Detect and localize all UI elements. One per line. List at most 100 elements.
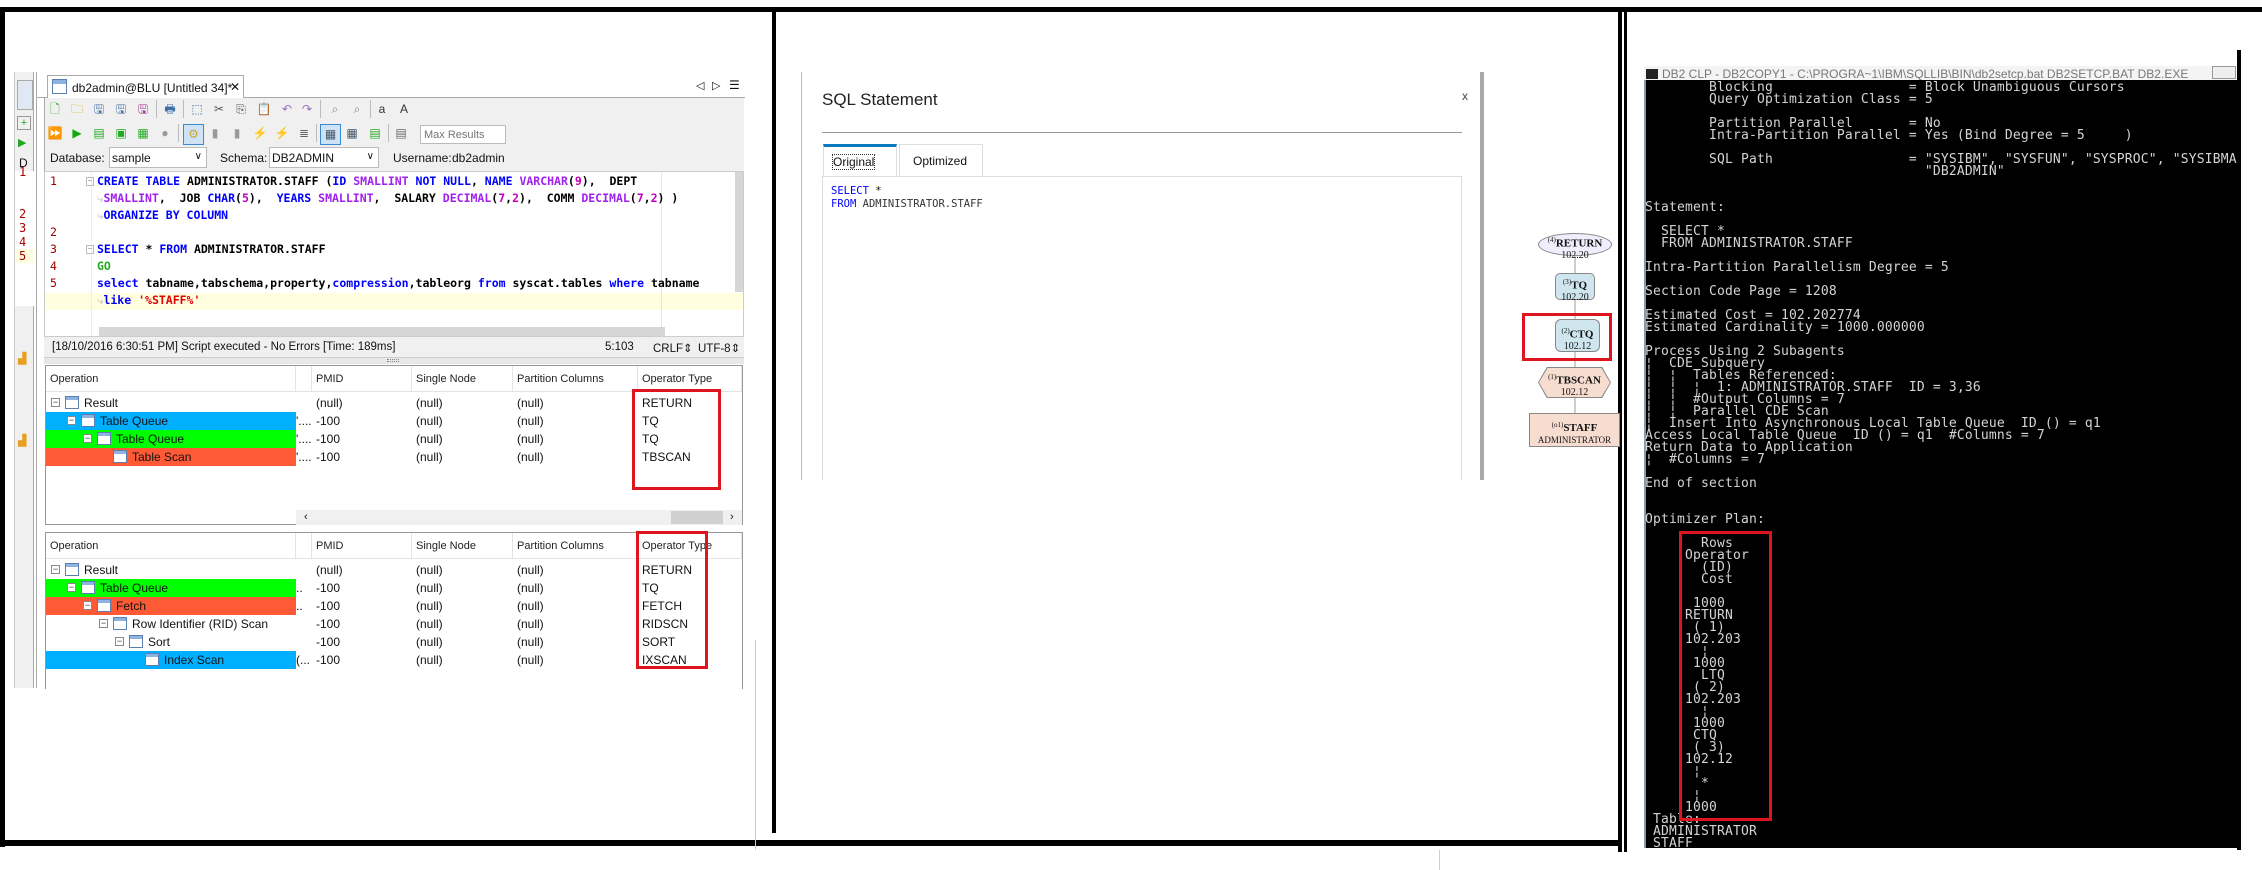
table-row[interactable]: −Table Queue..-100(null)(null)TQ bbox=[46, 579, 742, 597]
column-header[interactable]: Single Node bbox=[412, 366, 513, 392]
print-icon[interactable]: 🖶 bbox=[164, 102, 176, 116]
stop-icon[interactable]: ● bbox=[161, 126, 169, 140]
vertical-scrollbar[interactable] bbox=[735, 172, 743, 292]
properties-icon[interactable]: ▤ bbox=[395, 126, 407, 140]
disconnect-icon[interactable]: ⚡ bbox=[274, 126, 290, 140]
close-dialog-button[interactable]: x bbox=[1462, 89, 1468, 103]
console-window-button[interactable] bbox=[2212, 66, 2236, 79]
undo-icon[interactable]: ↶ bbox=[281, 102, 293, 116]
save-all-icon[interactable]: 🖫 bbox=[137, 102, 149, 116]
redo-icon[interactable]: ↷ bbox=[301, 102, 313, 116]
column-header[interactable]: Single Node bbox=[412, 533, 513, 559]
column-header[interactable]: Partition Columns bbox=[513, 366, 638, 392]
table-row[interactable]: −Table Queue'....-100(null)(null)TQ bbox=[46, 412, 742, 430]
line-ending-select[interactable]: CRLF⇕ bbox=[653, 343, 693, 355]
database-select[interactable]: sample ∨ bbox=[109, 147, 207, 168]
run-all-icon[interactable]: ⏩ bbox=[47, 126, 63, 140]
max-results-input[interactable] bbox=[420, 125, 506, 144]
plan-results-icon[interactable]: ▤ bbox=[369, 126, 381, 140]
grid1-horizontal-scrollbar[interactable]: ‹ › bbox=[296, 510, 742, 525]
tab-list-menu-icon[interactable]: ☰ bbox=[729, 78, 740, 92]
find-replace-icon[interactable]: ⌕ bbox=[353, 102, 361, 116]
table-row[interactable]: −Table Queue'....-100(null)(null)TQ bbox=[46, 430, 742, 448]
new-file-icon[interactable]: 🗋 bbox=[50, 102, 60, 116]
visual-explain-icon[interactable]: ▦ bbox=[137, 126, 149, 140]
toolbar-separator bbox=[178, 124, 179, 142]
encoding-select[interactable]: UTF-8⇕ bbox=[698, 343, 741, 355]
cut-icon[interactable]: ✂ bbox=[213, 102, 225, 116]
sidebar-add-icon[interactable]: + bbox=[17, 116, 31, 130]
column-header[interactable] bbox=[296, 366, 312, 392]
scroll-tabs-right-icon[interactable]: ▷ bbox=[712, 80, 721, 92]
commit-icon[interactable]: ▮ bbox=[211, 126, 219, 140]
column-header[interactable] bbox=[296, 533, 312, 559]
pmid-cell: -100 bbox=[316, 581, 341, 595]
table-row[interactable]: −Row Identifier (RID) Scan-100(null)(nul… bbox=[46, 615, 742, 633]
scroll-right-icon[interactable]: › bbox=[730, 511, 734, 523]
paste-icon[interactable]: 📋 bbox=[256, 102, 272, 116]
open-file-icon[interactable]: 🗀 bbox=[70, 102, 83, 116]
collapse-toggle-icon[interactable]: − bbox=[99, 618, 108, 628]
collapse-toggle-icon[interactable]: − bbox=[67, 582, 76, 592]
script-options-icon[interactable]: ⚙ bbox=[183, 124, 204, 145]
column-header[interactable]: Operation bbox=[46, 533, 296, 559]
sidebar-run-icon[interactable]: ▶ bbox=[18, 137, 27, 149]
table-row[interactable]: −Fetch..-100(null)(null)FETCH bbox=[46, 597, 742, 615]
operator-icon bbox=[129, 635, 143, 648]
connect-icon[interactable]: ⚡ bbox=[252, 126, 268, 140]
explain-icon[interactable]: ▣ bbox=[115, 126, 127, 140]
select-icon[interactable]: ⬚ bbox=[191, 102, 203, 116]
table-row[interactable]: −Result(null)(null)(null)RETURN bbox=[46, 394, 742, 412]
find-icon[interactable]: ⌕ bbox=[331, 102, 339, 116]
grid-results-icon[interactable]: ▦ bbox=[320, 124, 341, 145]
collapse-toggle-icon[interactable]: − bbox=[67, 415, 76, 425]
editor-tab[interactable]: db2admin@BLU [Untitled 34]* ✕ bbox=[47, 75, 244, 99]
scroll-left-icon[interactable]: ‹ bbox=[304, 511, 308, 523]
console-line: 102.203 bbox=[1645, 632, 1741, 647]
column-header[interactable]: Operator Type bbox=[638, 366, 742, 392]
run-current-icon[interactable]: ▤ bbox=[93, 126, 105, 140]
column-header[interactable]: Operation bbox=[46, 366, 296, 392]
column-header[interactable]: PMID bbox=[312, 366, 412, 392]
save-as-icon[interactable]: 🖫 bbox=[115, 102, 127, 116]
tab-optimized[interactable]: Optimized bbox=[899, 144, 983, 176]
collapse-toggle-icon[interactable]: − bbox=[83, 433, 92, 443]
collapse-toggle-icon[interactable]: − bbox=[83, 600, 92, 610]
console-line: LTQ bbox=[1645, 668, 1725, 683]
fold-toggle-icon[interactable]: − bbox=[86, 244, 94, 254]
sql-text-area[interactable]: SELECT * FROM ADMINISTRATOR.STAFF bbox=[822, 176, 1462, 480]
save-icon[interactable]: 🖫 bbox=[93, 102, 105, 116]
column-header[interactable]: PMID bbox=[312, 533, 412, 559]
tab-original[interactable]: Original bbox=[823, 144, 897, 177]
collapse-toggle-icon[interactable]: − bbox=[51, 564, 60, 574]
splitter-handle[interactable] bbox=[44, 358, 744, 364]
scrollbar-thumb[interactable] bbox=[671, 511, 723, 524]
font-increase-icon[interactable]: A bbox=[399, 102, 408, 116]
text-results-icon[interactable]: ▦ bbox=[346, 126, 358, 140]
console-line: 1000 bbox=[1645, 716, 1725, 731]
column-header[interactable]: Operator Type bbox=[638, 533, 742, 559]
font-decrease-icon[interactable]: a bbox=[378, 102, 386, 116]
collapse-toggle-icon[interactable]: − bbox=[115, 636, 124, 646]
run-icon[interactable]: ▶ bbox=[72, 126, 82, 140]
copy-icon[interactable]: ⎘ bbox=[236, 102, 246, 116]
table-row[interactable]: Index Scan(...-100(null)(null)IXSCAN bbox=[46, 651, 742, 669]
sql-editor[interactable] bbox=[44, 171, 744, 337]
collapse-toggle-icon[interactable]: − bbox=[51, 397, 60, 407]
schema-select[interactable]: DB2ADMIN ∨ bbox=[269, 147, 379, 168]
scroll-tabs-left-icon[interactable]: ◁ bbox=[696, 80, 705, 92]
table-row[interactable]: Table Scan'....-100(null)(null)TBSCAN bbox=[46, 448, 742, 466]
fold-toggle-icon[interactable]: − bbox=[86, 176, 94, 186]
horizontal-scrollbar[interactable] bbox=[99, 327, 665, 336]
format-icon[interactable]: ≣ bbox=[298, 126, 310, 140]
table-row[interactable]: −Sort-100(null)(null)SORT bbox=[46, 633, 742, 651]
rollback-icon[interactable]: ▮ bbox=[233, 126, 241, 140]
table-row[interactable]: −Result(null)(null)(null)RETURN bbox=[46, 561, 742, 579]
sidebar-tab[interactable] bbox=[17, 80, 33, 110]
close-tab-icon[interactable]: ✕ bbox=[230, 80, 241, 94]
